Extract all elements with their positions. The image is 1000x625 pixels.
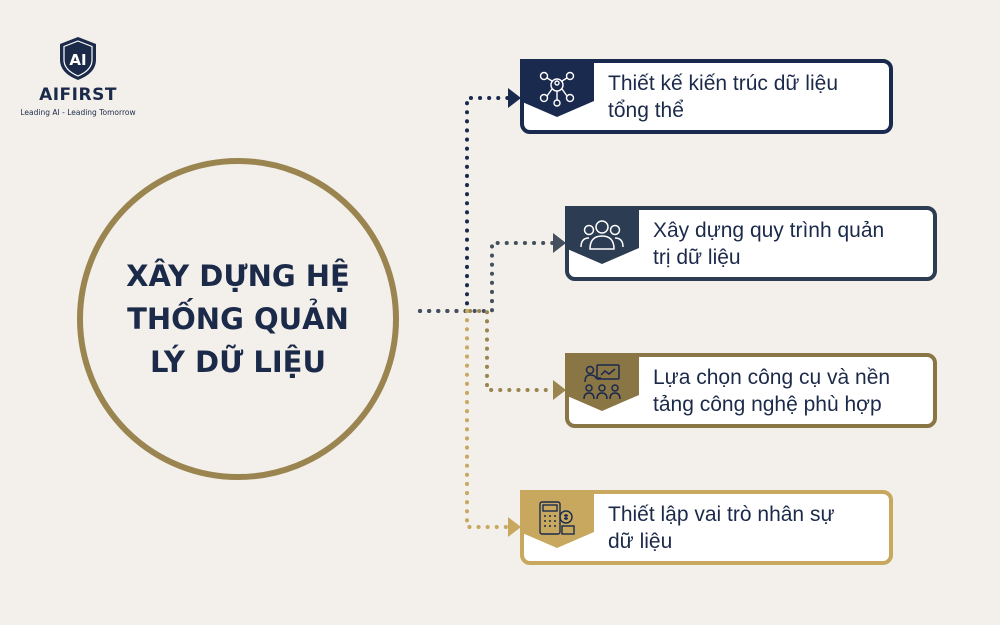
brand-logo: AI AIFIRST Leading AI - Leading Tomorrow <box>18 34 138 117</box>
svg-text:AI: AI <box>69 51 86 69</box>
connector-1 <box>418 96 510 313</box>
step-text: Lựa chọn công cụ và nền tảng công nghệ p… <box>653 366 891 416</box>
step-badge <box>520 490 594 548</box>
step-badge <box>565 206 639 264</box>
network-people-icon <box>539 71 575 107</box>
connector-3-arrow <box>553 380 566 400</box>
central-topic-title: XÂY DỰNG HỆ THỐNG QUẢN LÝ DỮ LIỆU <box>126 258 350 379</box>
central-topic-circle: XÂY DỰNG HỆ THỐNG QUẢN LÝ DỮ LIỆU <box>77 158 399 480</box>
step-badge <box>520 59 594 117</box>
presentation-meeting-icon <box>583 364 621 400</box>
connector-4 <box>465 309 510 529</box>
brand-name: AIFIRST <box>39 85 117 105</box>
step-card-governance: Xây dựng quy trình quản trị dữ liệu <box>565 206 937 281</box>
step-text: Xây dựng quy trình quản trị dữ liệu <box>653 219 885 269</box>
step-badge <box>565 353 639 411</box>
connector-2-arrow <box>553 233 566 253</box>
connector-3 <box>468 309 555 392</box>
calculator-finance-icon <box>539 501 575 535</box>
step-text: Thiết kế kiến trúc dữ liệu tổng thể <box>608 72 838 122</box>
connector-2 <box>418 241 555 313</box>
connector-1-arrow <box>508 88 521 108</box>
step-card-tools: Lựa chọn công cụ và nền tảng công nghệ p… <box>565 353 937 428</box>
step-card-architecture: Thiết kế kiến trúc dữ liệu tổng thể <box>520 59 893 134</box>
connector-4-arrow <box>508 517 521 537</box>
team-group-icon <box>580 220 624 250</box>
step-card-roles: Thiết lập vai trò nhân sự dữ liệu <box>520 490 893 565</box>
shield-logo-icon: AI <box>60 37 96 80</box>
brand-tagline: Leading AI - Leading Tomorrow <box>20 108 136 117</box>
step-text: Thiết lập vai trò nhân sự dữ liệu <box>608 503 835 553</box>
